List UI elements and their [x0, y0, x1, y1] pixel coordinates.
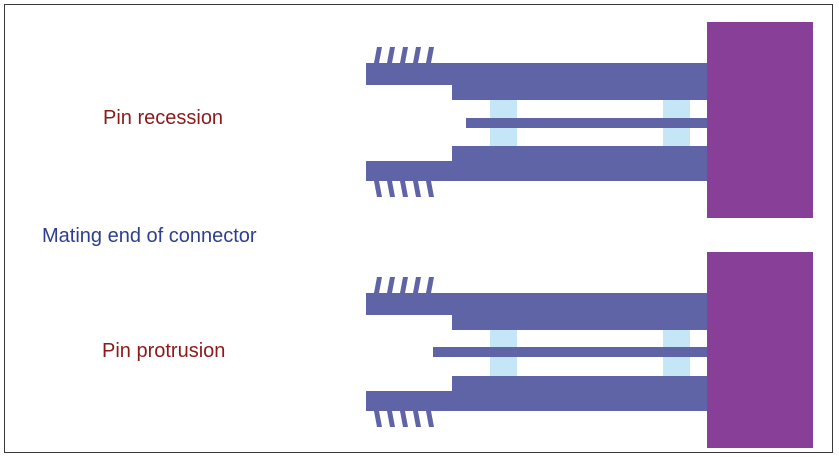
connector-body	[707, 252, 813, 448]
coupling-fingers-bottom	[374, 411, 434, 427]
label-pin-recession: Pin recession	[103, 107, 224, 129]
outer-conductor-bottom-step	[452, 146, 707, 161]
connector-body	[707, 22, 813, 218]
outer-conductor-top	[366, 63, 707, 85]
coupling-fingers-top	[374, 47, 434, 63]
outer-conductor-top-step	[452, 315, 707, 330]
coupling-fingers-bottom	[374, 181, 434, 197]
connector-recession	[366, 22, 813, 218]
coupling-fingers-top	[374, 277, 434, 293]
connector-protrusion	[366, 252, 813, 448]
outer-conductor-top-step	[452, 85, 707, 100]
outer-conductor-bottom	[366, 161, 707, 181]
outer-conductor-bottom-step	[452, 376, 707, 391]
outer-conductor-top	[366, 293, 707, 315]
label-mating-end: Mating end of connector	[42, 225, 257, 247]
outer-conductor-bottom	[366, 391, 707, 411]
center-pin	[433, 347, 707, 357]
label-pin-protrusion: Pin protrusion	[102, 340, 226, 362]
center-pin	[466, 118, 707, 128]
